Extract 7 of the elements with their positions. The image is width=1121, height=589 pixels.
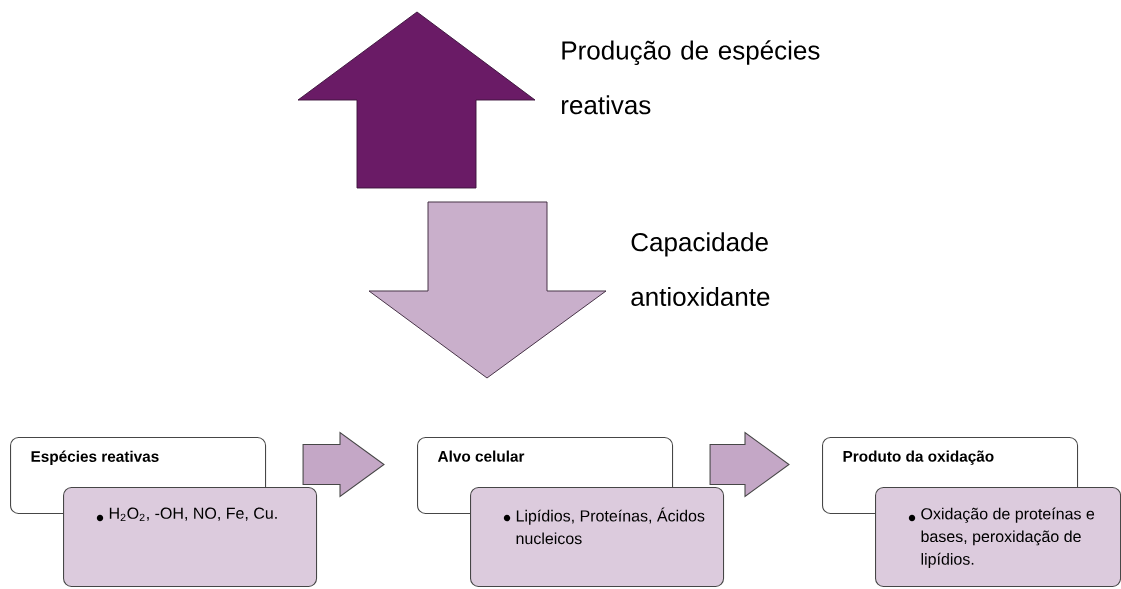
content-box: H$_{2}$O$_{2}$, -OH, NO, Fe, Cu. <box>63 487 318 588</box>
content-box: Lipídios, Proteínas, Ácidos nucleicos <box>470 487 725 588</box>
arrow-caption: Capacidade antioxidante <box>631 232 770 306</box>
arrow-caption: Produção de espécies reativas <box>562 40 820 115</box>
block-arrow <box>709 431 790 498</box>
block-arrow <box>302 431 385 498</box>
content-box: Oxidação de proteínas e bases, peroxidação de lipídios. <box>875 487 1121 588</box>
